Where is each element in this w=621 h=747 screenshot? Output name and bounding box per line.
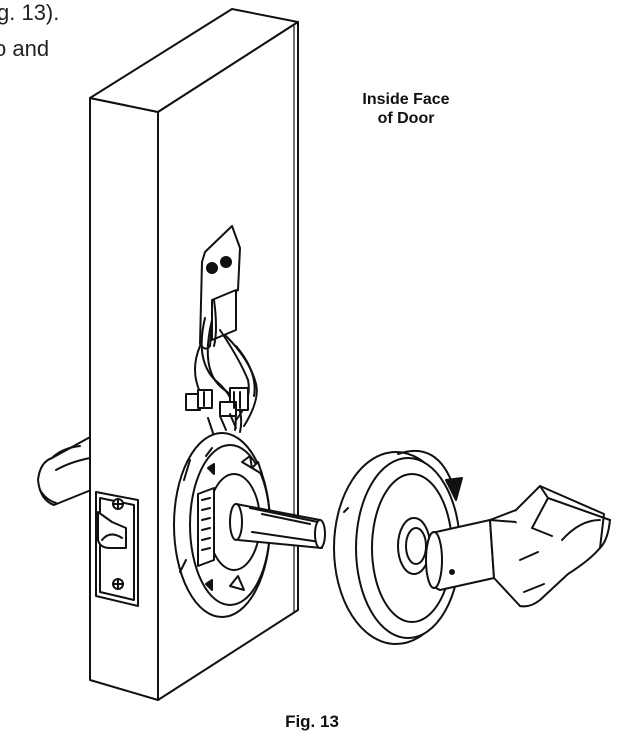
latch-faceplate <box>96 492 138 606</box>
lever-spindle <box>230 504 325 548</box>
inside-rose-plate <box>174 433 270 617</box>
body-text-fragment-2: o and <box>0 36 50 61</box>
outer-rose-cover <box>334 452 460 644</box>
body-text-fragment-1: g. 13). <box>0 0 60 25</box>
callout-line-1: Inside Face <box>362 91 450 108</box>
outside-lever <box>38 436 96 505</box>
inside-lever <box>426 486 610 606</box>
rotation-arrow <box>398 451 462 500</box>
figure-caption: Fig. 13 <box>285 712 339 731</box>
inside-face-of-door-callout: Inside Face of Door <box>336 90 476 128</box>
callout-line-2: of Door <box>377 110 435 127</box>
mounting-plate-and-wires <box>186 226 257 436</box>
